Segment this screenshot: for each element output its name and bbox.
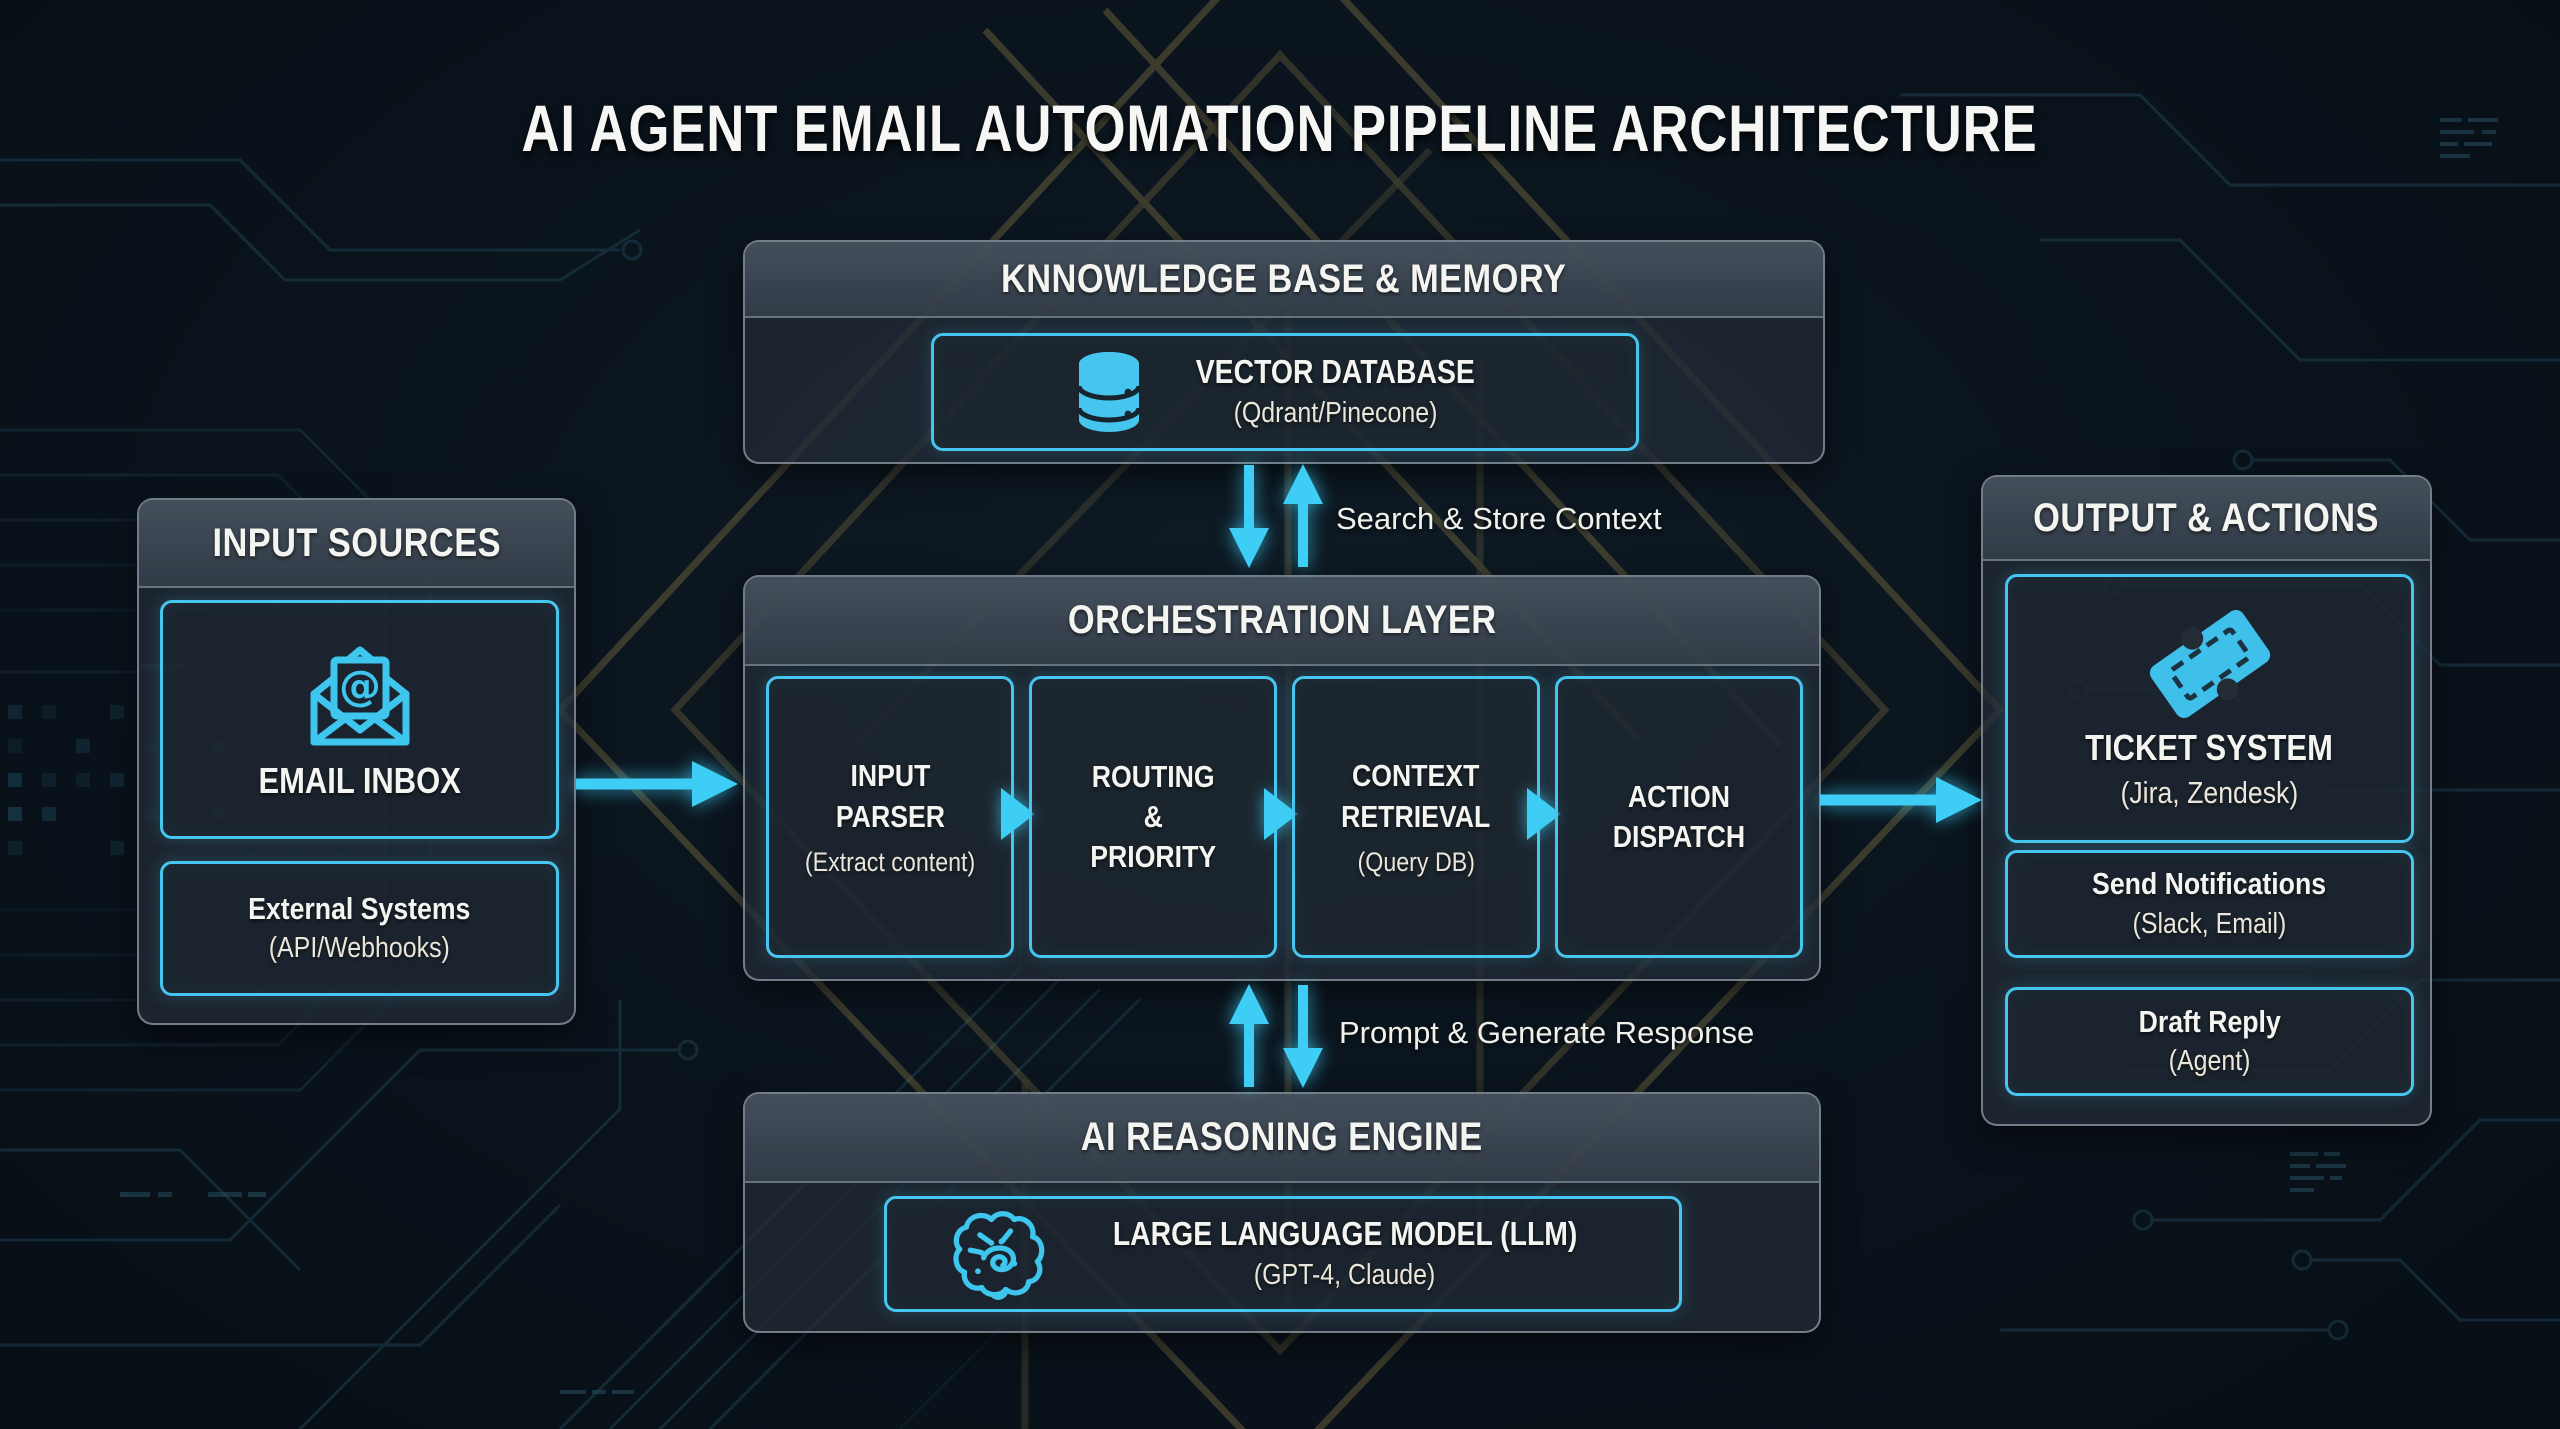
input-parser-label: INPUT PARSER (835, 758, 945, 834)
knowledge-base-title: KNNOWLEDGE BASE & MEMORY (1001, 256, 1567, 301)
ticket-system-sublabel: (Jira, Zendesk) (2120, 774, 2299, 810)
output-actions-header: OUTPUT & ACTIONS (1983, 477, 2430, 561)
reasoning-engine-panel: AI REASONING ENGINE LARGE LANGUAGE MODEL… (743, 1092, 1821, 1333)
send-notifications-sublabel: (Slack, Email) (2132, 907, 2287, 940)
arrow-kb-to-orchestration (1229, 465, 1269, 568)
input-sources-header: INPUT SOURCES (139, 500, 574, 588)
vector-database-node: VECTOR DATABASE (Qdrant/Pinecone) (931, 333, 1639, 451)
email-icon: @ (310, 646, 409, 746)
reasoning-engine-title: AI REASONING ENGINE (1081, 1115, 1483, 1159)
prompt-generate-response-label: Prompt & Generate Response (1339, 1015, 1755, 1050)
context-retrieval-sublabel: (Query DB) (1357, 846, 1475, 877)
knowledge-base-header: KNNOWLEDGE BASE & MEMORY (745, 242, 1823, 318)
input-parser-step: INPUT PARSER (Extract content) (766, 676, 1014, 958)
action-dispatch-label: ACTION DISPATCH (1612, 778, 1746, 854)
arrow-llm-to-orchestration (1229, 984, 1269, 1087)
email-inbox-node: @ EMAIL INBOX (160, 600, 559, 839)
llm-node: LARGE LANGUAGE MODEL (LLM) (GPT-4, Claud… (884, 1196, 1682, 1312)
external-systems-label: External Systems (248, 890, 471, 926)
arrow-orchestration-to-llm (1283, 985, 1323, 1088)
action-dispatch-step: ACTION DISPATCH (1555, 676, 1803, 958)
vector-database-label: VECTOR DATABASE (1195, 352, 1475, 390)
draft-reply-label: Draft Reply (2138, 1003, 2281, 1039)
svg-text:@: @ (339, 661, 381, 710)
external-systems-sublabel: (API/Webhooks) (268, 932, 451, 965)
orchestration-layer-header: ORCHESTRATION LAYER (745, 577, 1819, 666)
ticket-icon (2149, 610, 2270, 719)
vector-database-sublabel: (Qdrant/Pinecone) (1233, 396, 1437, 429)
arrow-input-to-orchestration (576, 761, 738, 807)
page-title: AI AGENT EMAIL AUTOMATION PIPELINE ARCHI… (0, 90, 2560, 166)
context-retrieval-step: CONTEXT RETRIEVAL (Query DB) (1292, 676, 1540, 958)
output-actions-title: OUTPUT & ACTIONS (2033, 495, 2380, 540)
draft-reply-sublabel: (Agent) (2168, 1045, 2251, 1078)
routing-priority-step: ROUTING & PRIORITY (1029, 676, 1277, 958)
knowledge-base-panel: KNNOWLEDGE BASE & MEMORY VECTOR DATABASE… (743, 240, 1825, 464)
ticket-system-label: TICKET SYSTEM (2085, 727, 2334, 769)
page-title-text: AI AGENT EMAIL AUTOMATION PIPELINE ARCHI… (521, 91, 2039, 165)
context-retrieval-label: CONTEXT RETRIEVAL (1341, 758, 1491, 834)
brain-icon (953, 1211, 1045, 1300)
input-sources-panel: INPUT SOURCES @ EMAIL INBOX External Sys… (137, 498, 576, 1025)
orchestration-layer-title: ORCHESTRATION LAYER (1067, 598, 1497, 642)
external-systems-node: External Systems (API/Webhooks) (160, 861, 559, 996)
routing-priority-label: ROUTING & PRIORITY (1090, 758, 1216, 875)
search-store-context-label: Search & Store Context (1336, 501, 1662, 536)
orchestration-layer-panel: ORCHESTRATION LAYER INPUT PARSER (Extrac… (743, 575, 1821, 981)
email-inbox-label: EMAIL INBOX (258, 760, 461, 802)
reasoning-engine-header: AI REASONING ENGINE (745, 1094, 1819, 1183)
arrow-orchestration-to-kb (1283, 464, 1323, 567)
llm-sublabel: (GPT-4, Claude) (1254, 1258, 1436, 1291)
output-actions-panel: OUTPUT & ACTIONS TICKET SYSTEM (Jira, Ze… (1981, 475, 2432, 1126)
database-icon (1076, 352, 1142, 432)
input-sources-title: INPUT SOURCES (212, 520, 501, 565)
send-notifications-label: Send Notifications (2092, 866, 2327, 902)
ticket-system-node: TICKET SYSTEM (Jira, Zendesk) (2005, 574, 2414, 843)
send-notifications-node: Send Notifications (Slack, Email) (2005, 850, 2414, 958)
llm-label: LARGE LANGUAGE MODEL (LLM) (1112, 1214, 1578, 1252)
draft-reply-node: Draft Reply (Agent) (2005, 987, 2414, 1096)
input-parser-sublabel: (Extract content) (804, 846, 976, 877)
arrow-orchestration-to-output (1820, 777, 1982, 823)
